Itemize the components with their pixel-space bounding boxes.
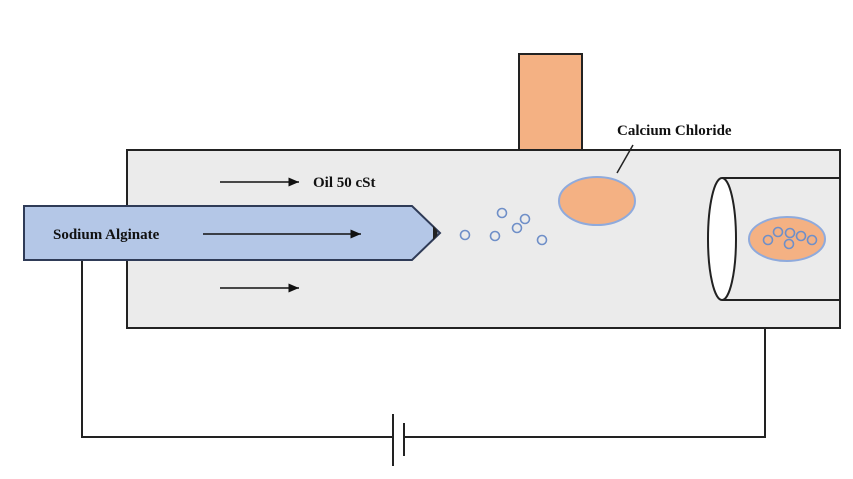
collected-droplets — [762, 226, 818, 250]
circuit-wire — [81, 260, 766, 438]
oil-label: Oil 50 cSt — [313, 175, 376, 191]
alginate-needle — [23, 205, 442, 261]
calcium-chloride-droplet — [558, 176, 636, 226]
needle-tip — [433, 226, 438, 240]
sodium-alginate-label: Sodium Alginate — [53, 227, 160, 243]
calcium-chloride-inlet — [518, 53, 583, 151]
collection-bath — [748, 216, 826, 262]
battery-icon — [392, 414, 405, 466]
alginate-droplets — [459, 207, 548, 246]
calcium-chloride-pointer — [616, 144, 634, 174]
calcium-chloride-label: Calcium Chloride — [617, 123, 732, 139]
